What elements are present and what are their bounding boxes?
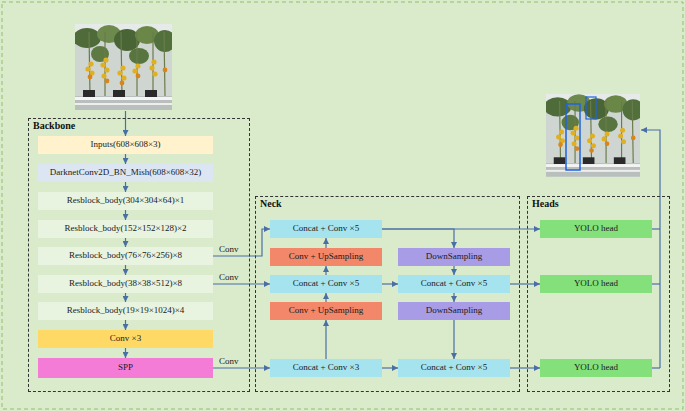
block-label: Resblock_body(304×304×64)×1 [67, 196, 185, 206]
connector-arrow [213, 229, 270, 256]
block-label: Concat + Conv ×5 [421, 279, 487, 289]
block-label: Conv + UpSampling [289, 252, 364, 262]
input-photo [73, 24, 176, 110]
connector-arrow [510, 367, 540, 368]
block-box: Concat + Conv ×5 [270, 220, 382, 238]
block-label: Concat + Conv ×3 [293, 363, 359, 373]
connector-arrow [125, 154, 126, 164]
connector-arrow [382, 367, 398, 368]
block-box: Resblock_body(38×38×512)×8 [38, 275, 213, 293]
block-box: YOLO head [540, 359, 652, 377]
block-box: Resblock_body(76×76×256)×8 [38, 247, 213, 265]
block-box: DownSampling [398, 302, 510, 320]
block-label: Inputs(608×608×3) [90, 140, 160, 150]
block-box: Concat + Conv ×3 [270, 359, 382, 377]
connector-arrow [453, 320, 454, 359]
connector-arrow [453, 266, 454, 275]
connector-arrow [325, 238, 326, 248]
block-label: Concat + Conv ×5 [421, 363, 487, 373]
block-label: YOLO head [574, 279, 618, 289]
block-box: Resblock_body(152×152×128)×2 [38, 220, 213, 238]
region-frame: NeckConcat + Conv ×5Conv + UpSamplingCon… [255, 196, 520, 392]
connector-arrow [213, 283, 270, 284]
block-box: Conv ×3 [38, 330, 213, 348]
block-label: SPP [118, 363, 133, 373]
block-label: YOLO head [574, 363, 618, 373]
block-box: Conv + UpSampling [270, 248, 382, 266]
region-title: Backbone [33, 120, 75, 131]
block-box: DownSampling [398, 248, 510, 266]
block-label: Concat + Conv ×5 [293, 224, 359, 234]
connector-arrow [453, 293, 454, 302]
connector-arrow [125, 265, 126, 275]
block-label: Resblock_body(76×76×256)×8 [69, 251, 182, 261]
block-label: Resblock_body(38×38×512)×8 [69, 279, 182, 289]
connector-arrow [125, 238, 126, 247]
block-box: Conv + UpSampling [270, 302, 382, 320]
block-box: Resblock_body(304×304×64)×1 [38, 192, 213, 210]
block-label: Conv ×3 [110, 334, 141, 344]
block-label: Resblock_body(19×19×1024)×4 [67, 306, 185, 316]
edge-label: Conv [218, 245, 240, 255]
connector-arrow [125, 320, 126, 330]
block-box: SPP [38, 358, 213, 378]
edge-label: Conv [218, 357, 240, 367]
block-box: Inputs(608×608×3) [38, 136, 213, 154]
connector-arrow [125, 348, 126, 358]
connector-arrow [382, 283, 398, 284]
block-box: Concat + Conv ×5 [398, 359, 510, 377]
connector-arrow [325, 293, 326, 302]
block-box: Concat + Conv ×5 [398, 275, 510, 293]
block-box: Concat + Conv ×5 [270, 275, 382, 293]
connector-arrow [382, 229, 454, 248]
block-label: DownSampling [426, 306, 483, 316]
connector-arrow [125, 293, 126, 302]
block-label: YOLO head [574, 224, 618, 234]
connector-arrow [325, 320, 326, 359]
block-box: DarknetConv2D_BN_Mish(608×608×32) [38, 164, 213, 182]
connector-arrow [213, 367, 270, 368]
connector-arrow [510, 283, 540, 284]
region-title: Neck [260, 198, 282, 209]
block-label: DownSampling [426, 252, 483, 262]
region-frame: HeadsYOLO headYOLO headYOLO head [527, 196, 670, 392]
connector-arrow [125, 210, 126, 220]
output-photo [544, 93, 644, 176]
block-label: DarknetConv2D_BN_Mish(608×608×32) [50, 168, 202, 178]
block-box: YOLO head [540, 220, 652, 238]
edge-label: Conv [218, 273, 240, 283]
block-box: YOLO head [540, 275, 652, 293]
block-label: Concat + Conv ×5 [293, 279, 359, 289]
connector-arrow [125, 182, 126, 192]
block-label: Conv + UpSampling [289, 306, 364, 316]
region-title: Heads [532, 198, 559, 209]
block-label: Resblock_body(152×152×128)×2 [64, 224, 186, 234]
block-box: Resblock_body(19×19×1024)×4 [38, 302, 213, 320]
region-frame: BackboneInputs(608×608×3) DarknetConv2D_B… [28, 118, 250, 392]
connector-arrow [325, 266, 326, 275]
